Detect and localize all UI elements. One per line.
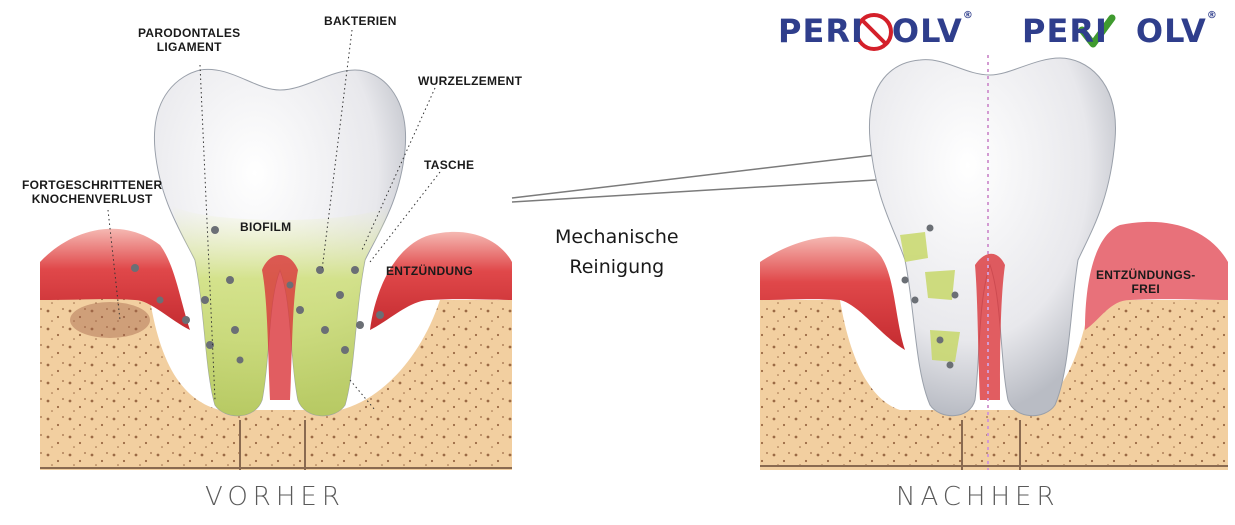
label-entzuendungsfrei: ENTZÜNDUNGS- FREI bbox=[1096, 268, 1196, 296]
caption-after: NACHHER bbox=[896, 482, 1060, 512]
label-parodontales-ligament: PARODONTALES LIGAMENT bbox=[138, 26, 241, 54]
caption-before: VORHER bbox=[205, 482, 345, 512]
label-biofilm: BIOFILM bbox=[240, 220, 291, 234]
bone-loss-area bbox=[70, 302, 150, 338]
label-wurzelzement: WURZELZEMENT bbox=[418, 74, 522, 88]
after-illustration bbox=[760, 55, 1228, 470]
label-entzuendung: ENTZÜNDUNG bbox=[386, 264, 473, 278]
before-illustration bbox=[40, 30, 512, 470]
label-tasche: TASCHE bbox=[424, 158, 474, 172]
label-knochenverlust: FORTGESCHRITTENER KNOCHENVERLUST bbox=[22, 178, 162, 206]
label-bakterien: BAKTERIEN bbox=[324, 14, 397, 28]
mechanical-cleaning-label: Mechanische Reinigung bbox=[555, 222, 679, 282]
root-pocket-left bbox=[262, 255, 298, 400]
